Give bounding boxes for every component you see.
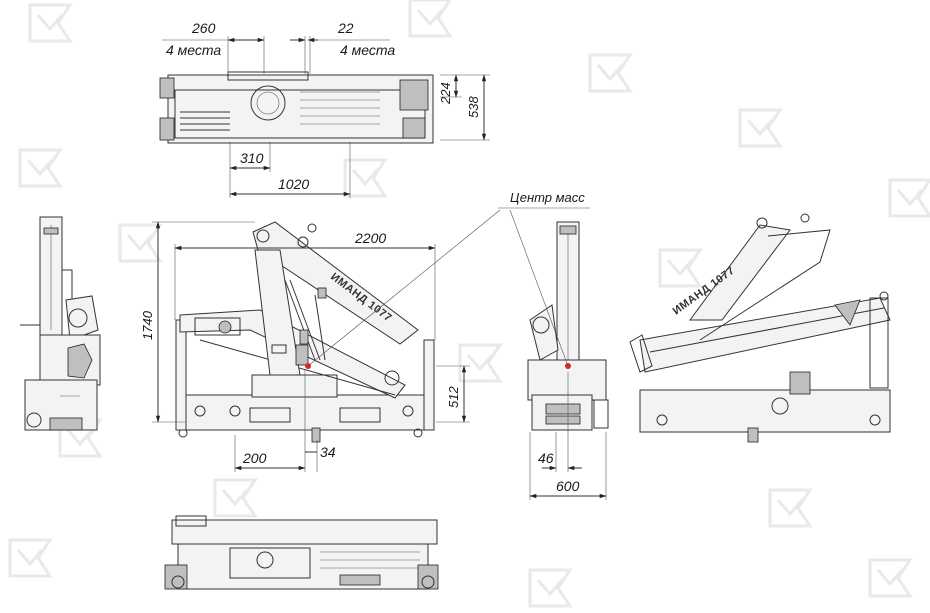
rear-view: ИМАНД 1077 (629, 213, 891, 443)
front-view: Центр масс 46 600 (498, 190, 609, 500)
side-view: ИМАНД 1077 1740 2200 512 200 (140, 209, 501, 472)
dim-hole: 22 (337, 20, 354, 36)
dim-offset: 310 (240, 150, 264, 166)
dim-length: 1020 (278, 176, 309, 192)
dim-height-total: 538 (466, 96, 481, 118)
dim-side-reach: 2200 (354, 230, 386, 246)
dim-front-center: 46 (538, 450, 554, 466)
dim-spacing-note: 4 места (166, 42, 221, 58)
dim-height-small: 224 (438, 82, 453, 105)
left-end-view (20, 216, 101, 431)
dim-front-width: 600 (556, 478, 580, 494)
watermark-logos (8, 0, 930, 608)
dim-hole-note: 4 места (340, 42, 395, 58)
dim-spacing: 260 (191, 20, 216, 36)
bottom-view (164, 515, 439, 590)
center-of-mass-label: Центр масс (510, 190, 585, 205)
dim-side-center-offset: 200 (242, 450, 267, 466)
dim-side-base-height: 512 (446, 386, 461, 408)
dim-side-height: 1740 (140, 310, 155, 340)
dim-side-center-shift: 34 (320, 444, 336, 460)
top-view: 260 4 места 22 4 места 224 538 310 1020 (159, 20, 490, 198)
